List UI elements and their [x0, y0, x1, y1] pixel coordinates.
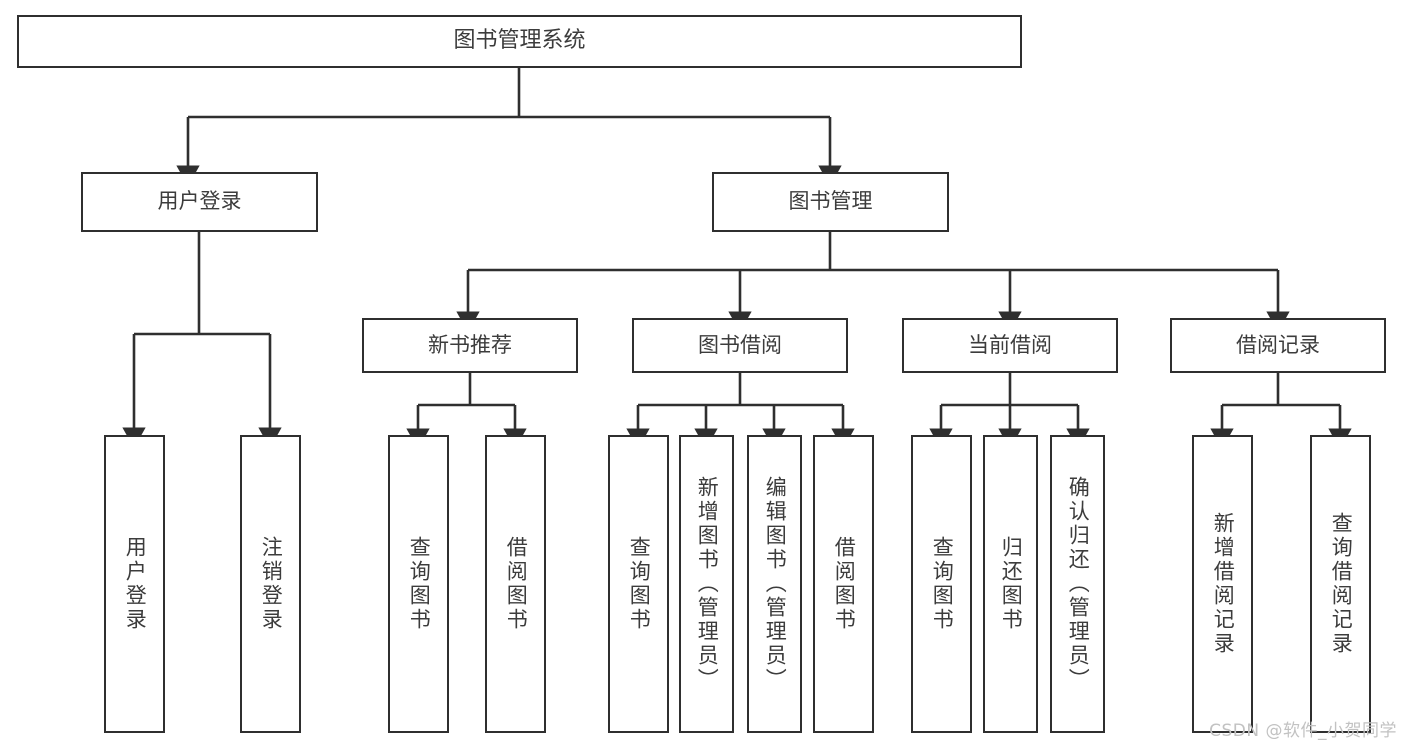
node-label: 查询借阅记录 [1329, 512, 1354, 656]
node-label: 查询图书 [930, 536, 955, 632]
node-label: 借阅图书 [504, 536, 529, 632]
node-new-book-recommend[interactable]: 新书推荐 [362, 318, 578, 373]
node-label: 注销登录 [259, 536, 284, 632]
csdn-watermark: CSDN @软件_小贺同学 [1209, 721, 1397, 741]
node-borrow-record[interactable]: 借阅记录 [1170, 318, 1386, 373]
leaf-borrow-book-recommend[interactable]: 借阅图书 [485, 435, 546, 733]
node-label: 新书推荐 [428, 332, 512, 357]
node-current-borrow[interactable]: 当前借阅 [902, 318, 1118, 373]
leaf-query-book-borrow[interactable]: 查询图书 [608, 435, 669, 733]
node-book-borrow[interactable]: 图书借阅 [632, 318, 848, 373]
node-label: 新增借阅记录 [1211, 512, 1236, 656]
node-label: 归还图书 [999, 536, 1024, 632]
node-label: 查询图书 [407, 536, 432, 632]
leaf-borrow-book[interactable]: 借阅图书 [813, 435, 874, 733]
node-label: 借阅记录 [1236, 332, 1320, 357]
leaf-query-borrow-record[interactable]: 查询借阅记录 [1310, 435, 1371, 733]
leaf-confirm-return-admin[interactable]: 确认归还（管理员） [1050, 435, 1105, 733]
node-label: 查询图书 [627, 536, 652, 632]
node-root-system[interactable]: 图书管理系统 [17, 15, 1022, 68]
leaf-add-book-admin[interactable]: 新增图书（管理员） [679, 435, 734, 733]
node-label: 用户登录 [123, 536, 148, 632]
node-label: 图书管理 [788, 189, 873, 214]
leaf-add-borrow-record[interactable]: 新增借阅记录 [1192, 435, 1253, 733]
node-label: 当前借阅 [968, 332, 1052, 357]
node-label: 图书借阅 [698, 332, 782, 357]
leaf-logout[interactable]: 注销登录 [240, 435, 301, 733]
leaf-edit-book-admin[interactable]: 编辑图书（管理员） [747, 435, 802, 733]
node-book-management[interactable]: 图书管理 [712, 172, 949, 232]
node-label: 图书管理系统 [453, 28, 586, 54]
leaf-query-book-current[interactable]: 查询图书 [911, 435, 972, 733]
node-label: 用户登录 [157, 189, 242, 214]
node-label: 新增图书（管理员） [695, 476, 720, 692]
node-user-login[interactable]: 用户登录 [81, 172, 318, 232]
leaf-user-login[interactable]: 用户登录 [104, 435, 165, 733]
node-label: 借阅图书 [832, 536, 857, 632]
leaf-return-book[interactable]: 归还图书 [983, 435, 1038, 733]
node-label: 确认归还（管理员） [1066, 476, 1091, 692]
leaf-query-book-recommend[interactable]: 查询图书 [388, 435, 449, 733]
node-label: 编辑图书（管理员） [763, 476, 788, 692]
